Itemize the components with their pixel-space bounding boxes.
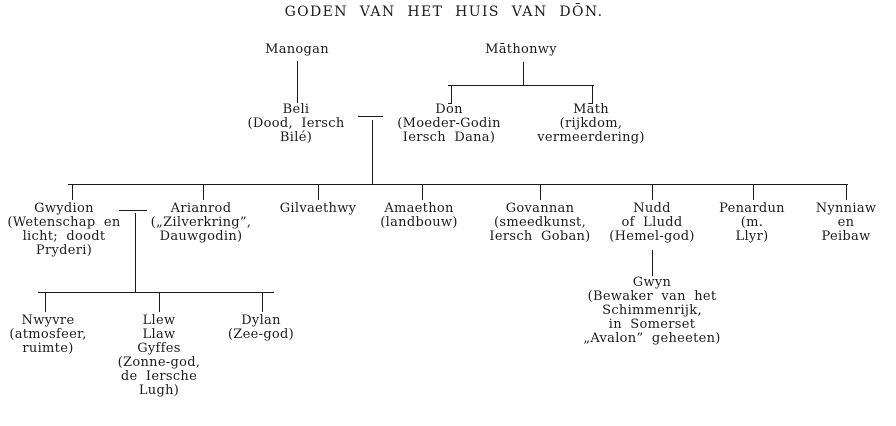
- node-manogan: Manogan: [265, 42, 329, 57]
- connector-drop-math: [592, 86, 593, 104]
- node-gilvaethwy: Gilvaethwy: [279, 201, 357, 216]
- connector-drop-nynniaw: [846, 185, 847, 200]
- connector-drop-dylan: [262, 293, 263, 312]
- node-nwyvre: Nwyvre (atmosfeer, ruimte): [9, 313, 87, 356]
- node-penardun: Penardun (m. Llyr): [719, 201, 785, 244]
- connector-drop-arianrod: [203, 185, 204, 200]
- connector-manogan-beli: [297, 61, 298, 103]
- connector-drop-govannan: [540, 185, 541, 200]
- node-gwyn: Gwyn (Bewaker van het Schimmenrijk, in S…: [583, 275, 721, 346]
- node-mathonwy: Māthonwy: [485, 42, 557, 57]
- connector-nudd-gwyn: [652, 250, 653, 276]
- connector-drop-don: [451, 86, 452, 104]
- connector-drop-penardun: [753, 185, 754, 200]
- node-govannan: Govannan (smeedkunst, Iersch Goban): [489, 201, 591, 244]
- node-dylan: Dylan (Zee-god): [227, 313, 295, 342]
- node-gwydion: Gwydion (Wetenschap en licht; doodt Pryd…: [7, 201, 121, 258]
- node-don: Dōn (Moeder-Godin Iersch Dana): [397, 102, 501, 145]
- diagram-title: GODEN VAN HET HUIS VAN DŌN.: [284, 4, 604, 20]
- connector-drop-nwyvre: [45, 293, 46, 312]
- node-amaethon: Amaethon (landbouw): [380, 201, 458, 230]
- connector-drop-gwydion: [72, 185, 73, 200]
- connector-gen3-siblings-bar: [68, 184, 848, 185]
- connector-mathonwy-drop: [523, 62, 524, 85]
- node-nynniaw: Nynniaw en Peibaw: [815, 201, 877, 244]
- connector-drop-llew: [159, 293, 160, 312]
- connector-drop-gilvaethwy: [318, 185, 319, 200]
- connector-drop-amaethon: [422, 185, 423, 200]
- node-nudd: Nudd of Lludd (Hemel-god): [609, 201, 695, 244]
- connector-gwydion-arianrod-descent: [135, 213, 136, 292]
- node-arianrod: Arianrod („Zilverkring”, Dauwgodin): [150, 201, 252, 244]
- node-beli: Beli (Dood, Iersch Bilé): [247, 102, 345, 145]
- connector-gwydion-arianrod-marriage-dash: [119, 210, 147, 211]
- connector-beli-don-descent: [372, 120, 373, 184]
- connector-gen4-siblings-bar: [38, 292, 274, 293]
- node-math: Māth (rijkdom, vermeerdering): [537, 102, 645, 145]
- connector-drop-nudd: [652, 185, 653, 200]
- connector-beli-don-marriage-dash: [358, 116, 383, 117]
- node-llew: Llew Llaw Gyffes (Zonne-god, de Iersche …: [117, 313, 201, 398]
- connector-mathonwy-children-bar: [448, 85, 594, 86]
